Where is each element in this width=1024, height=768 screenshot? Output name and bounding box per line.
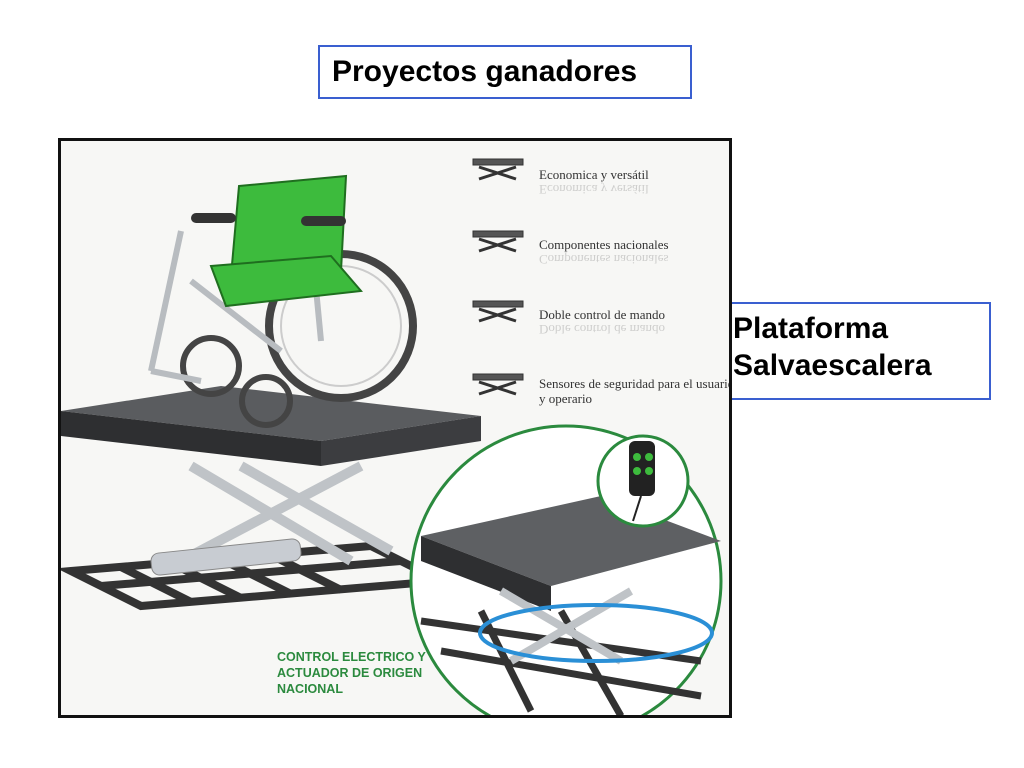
wheelchair-seat	[191, 174, 363, 308]
product-label-line2: Salvaescalera	[733, 349, 932, 382]
component-caption: CONTROL ELECTRICO Y ACTUADOR DE ORIGEN N…	[277, 649, 447, 697]
caption-line1: CONTROL ELECTRICO Y	[277, 650, 426, 664]
feature-label-reflection: Doble control de mando	[539, 322, 665, 337]
feature-icons	[472, 158, 524, 396]
feature-item: Doble control de mando Doble control de …	[539, 307, 729, 337]
feature-item: Sensores de seguridad para el usuario y …	[539, 376, 732, 406]
highlight-ellipse	[478, 603, 714, 663]
feature-label-reflection: Componentes nacionales	[539, 252, 669, 267]
platform-drawing	[61, 158, 723, 715]
caption-line3: NACIONAL	[277, 682, 343, 696]
feature-item: Componentes nacionales Componentes nacio…	[539, 237, 729, 267]
platform-top	[61, 386, 481, 466]
feature-label: Doble control de mando	[539, 307, 665, 322]
feature-label: Economica y versátil	[539, 167, 649, 182]
remote-control-inset	[596, 434, 690, 528]
scissor-lift	[178, 461, 394, 566]
detail-zoom-circle	[409, 424, 723, 715]
product-illustration: Economica y versátil Economica y versáti…	[58, 138, 732, 718]
caption-line2: ACTUADOR DE ORIGEN	[277, 666, 423, 680]
feature-label-reflection: Economica y versátil	[539, 182, 649, 197]
product-label-box: Plataforma Salvaescalera	[721, 302, 991, 400]
feature-item: Economica y versátil Economica y versáti…	[539, 167, 729, 197]
actuator	[150, 538, 302, 576]
product-label-line1: Plataforma	[733, 312, 889, 345]
feature-label: Sensores de seguridad para el usuario y …	[539, 376, 732, 406]
slide-title: Proyectos ganadores	[318, 45, 692, 99]
feature-label: Componentes nacionales	[539, 237, 669, 252]
